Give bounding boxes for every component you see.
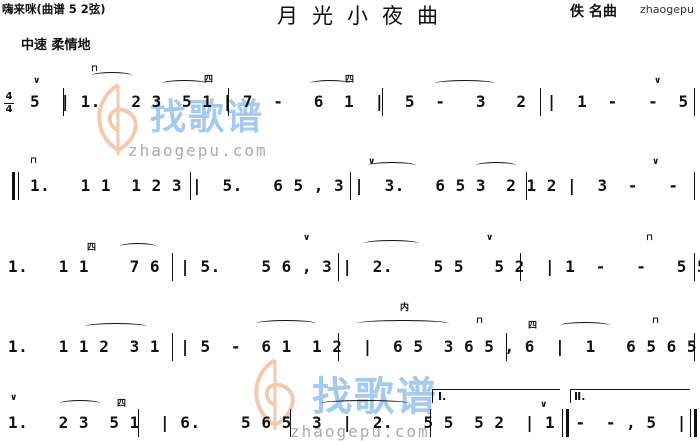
site-label-top: zhaogepu — [640, 3, 694, 16]
tempo-marking: 中速 柔情地 — [21, 38, 91, 53]
finger-mark: 四 — [87, 243, 97, 253]
watermark-logo-icon — [254, 358, 295, 430]
tuning-label: 嗨来咪(曲谱 5 2弦) — [2, 2, 106, 16]
up-bow-mark: ∨ — [368, 157, 376, 167]
up-bow-mark: ∨ — [540, 400, 548, 410]
up-bow-mark: ∨ — [654, 76, 662, 86]
watermark-url: zhaogepu.com — [128, 141, 268, 160]
finger-mark: 四 — [528, 321, 538, 331]
finger-mark: 四 — [117, 399, 127, 409]
finger-mark: 四 — [204, 75, 214, 85]
down-bow-mark: ⊓ — [30, 156, 38, 166]
score-row: 5 | 1. 2 3 5 1 | 7 - 6 1 | 5 - 3 2 | 1 -… — [0, 92, 700, 137]
down-bow-mark: ⊓ — [652, 316, 660, 326]
volta-first: Ⅰ. — [438, 390, 447, 403]
down-bow-mark: ⊓ — [646, 233, 654, 243]
notation-line: 1. 1 1 2 3 1 | 5 - 6 1 1 2 | 6 5 3 6 5 ,… — [8, 337, 700, 356]
score-row: 1. 1 1 2 3 1 | 5 - 6 1 1 2 | 6 5 3 6 5 ,… — [0, 337, 700, 382]
notation-line: 1. 1 1 7 6 | 5. 5 6 , 3 | 2. 5 5 5 2 | 1… — [8, 257, 700, 276]
score-row: 1. 2 3 5 1 | 6. 5 6 5 3 | 2. 5 5 5 2 | 1… — [0, 413, 700, 445]
page-title: 月光小夜曲 — [277, 4, 452, 28]
time-signature-top: 4 — [5, 91, 13, 102]
watermark-brand: 找歌谱 — [150, 97, 265, 138]
up-bow-mark: ∨ — [303, 233, 311, 243]
score-row: 1. 1 1 7 6 | 5. 5 6 , 3 | 2. 5 5 5 2 | 1… — [0, 257, 700, 302]
notation-line: 1. 1 1 1 2 3 | 5. 6 5 , 3 | 3. 6 5 3 2 1… — [30, 176, 700, 195]
composer-label: 佚 名曲 — [570, 4, 617, 20]
score-row: 1. 1 1 1 2 3 | 5. 6 5 , 3 | 3. 6 5 3 2 1… — [0, 176, 700, 221]
watermark-url: zhaogepu.com — [290, 422, 430, 441]
up-bow-mark: ∨ — [10, 393, 18, 403]
watermark-logo-icon — [97, 83, 138, 155]
time-signature-bottom: 4 — [5, 104, 13, 115]
volta-second: Ⅱ. — [574, 390, 586, 403]
up-bow-mark: ∨ — [33, 76, 41, 86]
notation-line: 5 | 1. 2 3 5 1 | 7 - 6 1 | 5 - 3 2 | 1 -… — [30, 92, 700, 111]
finger-mark: 四 — [345, 75, 355, 85]
down-bow-mark: ⊓ — [91, 64, 99, 74]
notation-line: 1. 2 3 5 1 | 6. 5 6 5 3 | 2. 5 5 5 2 | 1… — [8, 413, 687, 432]
time-signature: 4 4 — [4, 92, 14, 115]
down-bow-mark: ⊓ — [476, 316, 484, 326]
inner-string-mark: 内 — [400, 303, 410, 313]
watermark-brand: 找歌谱 — [312, 374, 438, 420]
up-bow-mark: ∨ — [486, 233, 494, 243]
up-bow-mark: ∨ — [652, 157, 660, 167]
